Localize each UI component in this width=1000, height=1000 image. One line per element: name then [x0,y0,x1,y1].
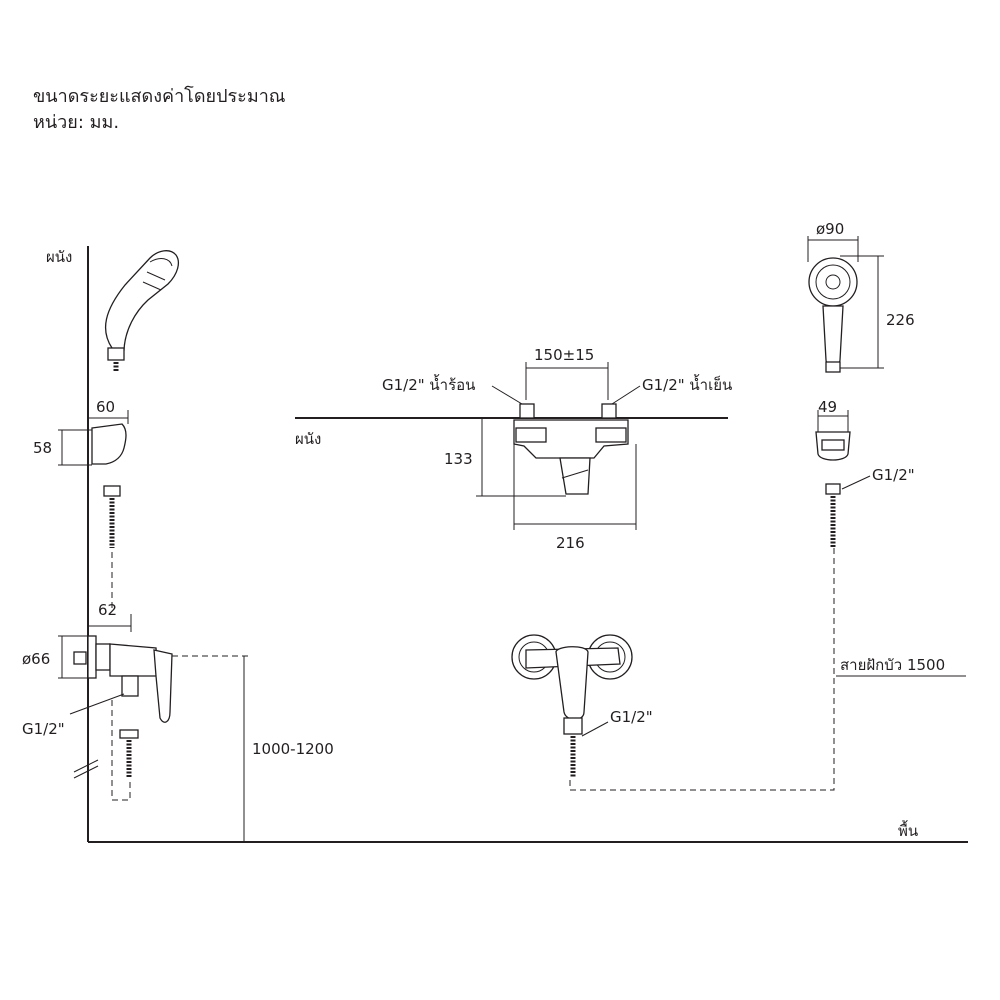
components-front: ø90 226 49 G1/2" สายฝักบัว 1500 พื้น [807,220,966,840]
approx-dimensions-note: ขนาดระยะแสดงค่าโดยประมาณ [33,86,286,107]
shower-holder-side [91,423,127,465]
mount-height-label: 1000-1200 [252,740,334,758]
hose-conn-label: G1/2" [872,466,915,484]
mixer-body-side [109,643,159,677]
bracket-width-label: 49 [818,398,837,416]
wall-break-mark-2 [73,765,99,779]
hose-length-label: สายฝักบัว 1500 [840,656,945,674]
lever-top [559,457,591,495]
wall-label-left: ผนัง [46,248,72,266]
projection-label: 133 [444,450,473,468]
side-view: ผนัง 60 58 62 ø66 [22,246,968,843]
wall-flange [87,635,97,679]
cold-inlet-label: G1/2" น้ำเย็น [642,374,732,394]
head-length-label: 226 [886,311,915,329]
wall-label-center: ผนัง [295,430,321,448]
pipe-spacing-label: 150±15 [534,346,594,364]
units-note: หน่วย: มม. [33,112,120,133]
lever-front [555,646,589,721]
hot-inlet-label: G1/2" น้ำร้อน [382,374,475,394]
wall-break-mark [73,759,99,773]
holder-height-label: 58 [33,439,52,457]
hand-shower-side [104,250,179,351]
lever-side [153,649,173,723]
shower-handle-front [822,305,844,366]
holder-width-label: 60 [96,398,115,416]
mixer-depth-label: 62 [98,601,117,619]
body-width-label: 216 [556,534,585,552]
flange-dia-label: ø66 [22,650,50,668]
inlet-label-left: G1/2" [22,720,65,738]
top-view: ผนัง 150±15 G1/2" น้ำร้อน G1/2" น้ำเย็น … [295,346,732,552]
mixer-outlet-label: G1/2" [610,708,653,726]
floor-label: พื้น [898,820,918,840]
hose-route [569,548,835,791]
head-dia-label: ø90 [816,220,844,238]
front-view: G1/2" [511,548,835,791]
